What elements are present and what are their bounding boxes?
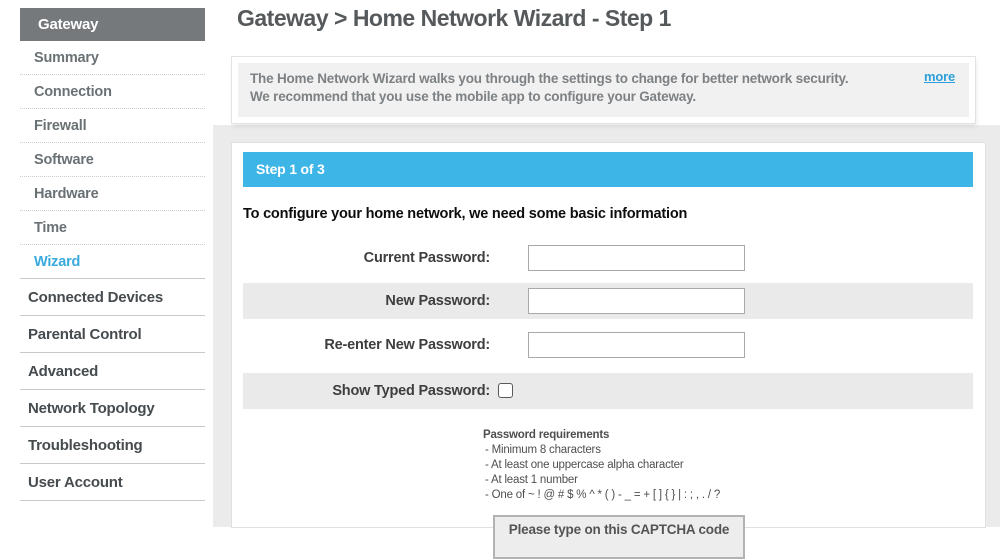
- sidebar-item-hardware[interactable]: Hardware: [20, 177, 205, 211]
- password-requirement: - Minimum 8 characters: [485, 444, 601, 456]
- sidebar-item-time[interactable]: Time: [20, 211, 205, 245]
- show-password-checkbox[interactable]: [498, 383, 513, 398]
- sidebar-nav: Gateway Summary Connection Firewall Soft…: [0, 0, 213, 527]
- captcha-prompt-box: Please type on this CAPTCHA code: [493, 515, 745, 559]
- sidebar-item-connected-devices[interactable]: Connected Devices: [20, 279, 205, 316]
- more-link[interactable]: more: [924, 69, 955, 84]
- password-requirement: - At least 1 number: [485, 474, 578, 486]
- page-title: Gateway > Home Network Wizard - Step 1: [237, 5, 671, 31]
- password-requirement: - At least one uppercase alpha character: [485, 459, 684, 471]
- sidebar-item-parental-control[interactable]: Parental Control: [20, 316, 205, 353]
- current-password-row: Current Password:: [243, 240, 973, 276]
- wizard-panel: Step 1 of 3 To configure your home netwo…: [232, 143, 985, 559]
- current-password-label: Current Password:: [363, 250, 491, 266]
- password-requirement: - One of ~ ! @ # $ % ^ * ( ) - _ = + [ ]…: [485, 489, 721, 501]
- reenter-password-input[interactable]: [528, 332, 745, 358]
- sidebar-item-firewall[interactable]: Firewall: [20, 109, 205, 143]
- captcha-prompt-text: Please type on this CAPTCHA code: [508, 522, 730, 537]
- sidebar-header-gateway[interactable]: Gateway: [20, 8, 205, 41]
- sidebar-item-wizard[interactable]: Wizard: [20, 245, 205, 279]
- sidebar-item-network-topology[interactable]: Network Topology: [20, 390, 205, 427]
- sidebar-item-troubleshooting[interactable]: Troubleshooting: [20, 427, 205, 464]
- show-password-row: Show Typed Password:: [243, 373, 973, 409]
- sidebar-item-advanced[interactable]: Advanced: [20, 353, 205, 390]
- sidebar-item-summary[interactable]: Summary: [20, 41, 205, 75]
- sidebar-item-connection[interactable]: Connection: [20, 75, 205, 109]
- wizard-intro-text: To configure your home network, we need …: [243, 206, 688, 222]
- reenter-password-row: Re-enter New Password:: [243, 327, 973, 363]
- new-password-input[interactable]: [528, 288, 745, 314]
- new-password-label: New Password:: [385, 293, 490, 309]
- wizard-info-text: The Home Network Wizard walks you throug…: [250, 70, 870, 106]
- step-header-bar: Step 1 of 3: [243, 152, 973, 187]
- info-line-2: We recommend that you use the mobile app…: [250, 89, 696, 104]
- sidebar-item-user-account[interactable]: User Account: [20, 464, 205, 501]
- show-password-label: Show Typed Password:: [332, 383, 490, 399]
- info-line-1: The Home Network Wizard walks you throug…: [250, 71, 849, 86]
- sidebar-item-software[interactable]: Software: [20, 143, 205, 177]
- password-requirements-title: Password requirements: [483, 429, 610, 441]
- current-password-input[interactable]: [528, 245, 745, 271]
- password-requirements: Password requirements - Minimum 8 charac…: [483, 428, 720, 503]
- wizard-info-box: The Home Network Wizard walks you throug…: [232, 57, 975, 123]
- new-password-row: New Password:: [243, 283, 973, 319]
- reenter-password-label: Re-enter New Password:: [324, 337, 490, 353]
